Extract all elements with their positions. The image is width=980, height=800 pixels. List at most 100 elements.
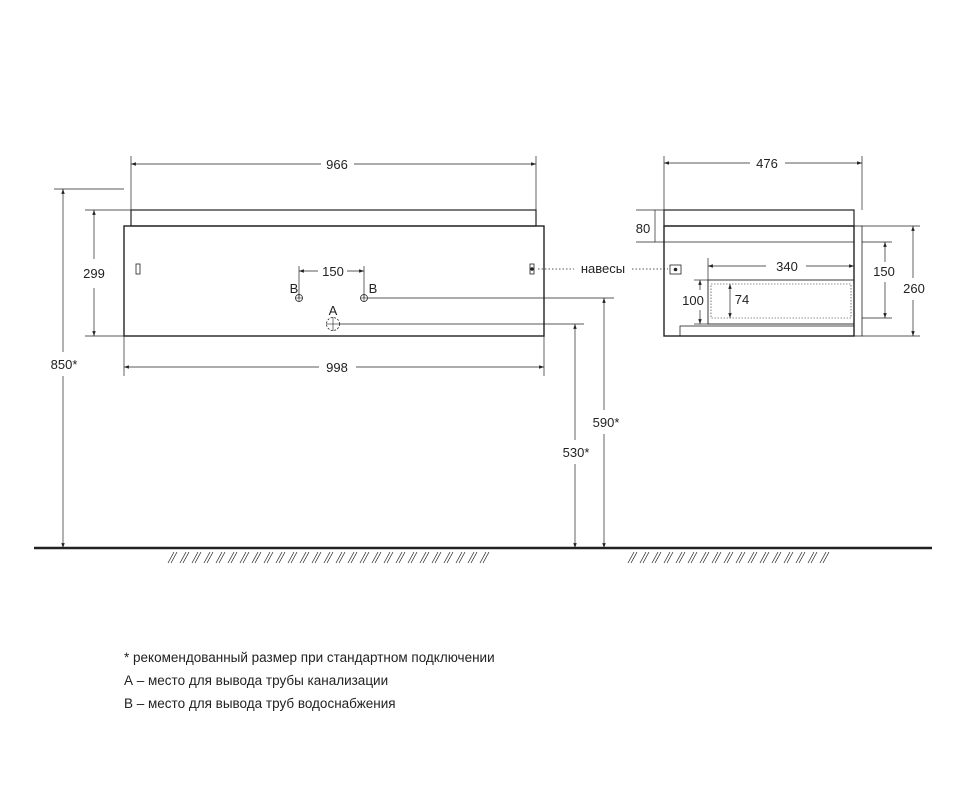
- legend-note-recommended: * рекомендованный размер при стандартном…: [124, 650, 495, 665]
- hatch-stroke: [410, 551, 418, 564]
- hatch-stroke: [374, 551, 382, 564]
- hatch-stroke: [455, 551, 463, 564]
- dim-drawer-outer-height: 150: [873, 264, 895, 279]
- hatch-stroke: [239, 551, 247, 564]
- dim-height-530: 530*: [563, 445, 590, 460]
- side-view: [636, 156, 920, 337]
- hatch-stroke: [287, 551, 295, 564]
- hatch-stroke: [443, 551, 451, 564]
- hatch-stroke: [642, 551, 650, 564]
- hatch-stroke: [206, 551, 214, 564]
- hatch-stroke: [750, 551, 758, 564]
- hatch-stroke: [747, 551, 755, 564]
- dim-height-590: 590*: [593, 415, 620, 430]
- dim-side-body-height: 260: [903, 281, 925, 296]
- legend-note-a: А – место для вывода трубы канализации: [124, 673, 389, 688]
- dim-drawer-inner-height: 74: [735, 292, 749, 307]
- hatch-stroke: [167, 551, 175, 564]
- front-countertop: [130, 209, 537, 227]
- hatch-stroke: [302, 551, 310, 564]
- hatch-stroke: [422, 551, 430, 564]
- dim-body-width: 998: [326, 360, 348, 375]
- hatch-stroke: [470, 551, 478, 564]
- hatch-stroke: [407, 551, 415, 564]
- hatch-stroke: [362, 551, 370, 564]
- hatch-stroke: [290, 551, 298, 564]
- hatch-stroke: [783, 551, 791, 564]
- hatch-stroke: [338, 551, 346, 564]
- front-cabinet-body: [123, 225, 545, 337]
- hatch-stroke: [419, 551, 427, 564]
- hatch-stroke: [446, 551, 454, 564]
- hatch-stroke: [822, 551, 830, 564]
- hatch-stroke: [630, 551, 638, 564]
- hatch-stroke: [738, 551, 746, 564]
- hatch-stroke: [347, 551, 355, 564]
- label-a: A: [329, 303, 338, 318]
- hatch-stroke: [266, 551, 274, 564]
- hatch-stroke: [723, 551, 731, 564]
- hatch-stroke: [203, 551, 211, 564]
- hatch-stroke: [759, 551, 767, 564]
- hatch-stroke: [771, 551, 779, 564]
- floor-hatch-left: [167, 551, 490, 564]
- hatch-stroke: [810, 551, 818, 564]
- hatch-stroke: [482, 551, 490, 564]
- hatch-stroke: [819, 551, 827, 564]
- hatch-stroke: [458, 551, 466, 564]
- hatch-stroke: [795, 551, 803, 564]
- hatch-stroke: [194, 551, 202, 564]
- hatch-stroke: [687, 551, 695, 564]
- legend-note-b: В – место для вывода труб водоснабжения: [124, 696, 396, 711]
- hatch-stroke: [275, 551, 283, 564]
- hatch-stroke: [227, 551, 235, 564]
- hinge-right-icon: [529, 263, 535, 275]
- hatch-stroke: [278, 551, 286, 564]
- hatch-stroke: [654, 551, 662, 564]
- hatch-stroke: [675, 551, 683, 564]
- hatch-stroke: [230, 551, 238, 564]
- hatch-stroke: [395, 551, 403, 564]
- side-drawer: [707, 279, 855, 325]
- dim-body-height: 299: [83, 266, 105, 281]
- hatch-stroke: [666, 551, 674, 564]
- hatch-stroke: [218, 551, 226, 564]
- hatch-stroke: [371, 551, 379, 564]
- front-view: [54, 156, 668, 548]
- hatch-stroke: [242, 551, 250, 564]
- hatch-stroke: [714, 551, 722, 564]
- legend: * рекомендованный размер при стандартном…: [124, 646, 495, 715]
- side-countertop: [663, 209, 855, 227]
- hatch-stroke: [702, 551, 710, 564]
- hatch-stroke: [263, 551, 271, 564]
- label-b-left: B: [290, 281, 299, 296]
- floor-hatch-right: [627, 551, 830, 564]
- hinges-label: навесы: [581, 261, 625, 276]
- hatch-stroke: [434, 551, 442, 564]
- dim-top-thickness: 80: [636, 221, 650, 236]
- hatch-stroke: [807, 551, 815, 564]
- hatch-stroke: [335, 551, 343, 564]
- hatch-stroke: [798, 551, 806, 564]
- dim-pipe-spacing: 150: [322, 264, 344, 279]
- dim-drawer-depth: 340: [776, 259, 798, 274]
- side-hinge-icon: [669, 264, 682, 275]
- dim-drawer-height: 100: [682, 293, 704, 308]
- dim-top-width: 966: [326, 157, 348, 172]
- hatch-stroke: [383, 551, 391, 564]
- hatch-stroke: [726, 551, 734, 564]
- hatch-stroke: [711, 551, 719, 564]
- hatch-stroke: [774, 551, 782, 564]
- hatch-stroke: [350, 551, 358, 564]
- hatch-stroke: [386, 551, 394, 564]
- hatch-stroke: [398, 551, 406, 564]
- hatch-stroke: [314, 551, 322, 564]
- side-cabinet-body: [663, 225, 855, 337]
- hatch-stroke: [299, 551, 307, 564]
- hatch-stroke: [627, 551, 635, 564]
- hatch-stroke: [639, 551, 647, 564]
- side-back-panel: [853, 225, 863, 337]
- dim-side-depth: 476: [756, 156, 778, 171]
- hinge-left-icon: [135, 263, 141, 275]
